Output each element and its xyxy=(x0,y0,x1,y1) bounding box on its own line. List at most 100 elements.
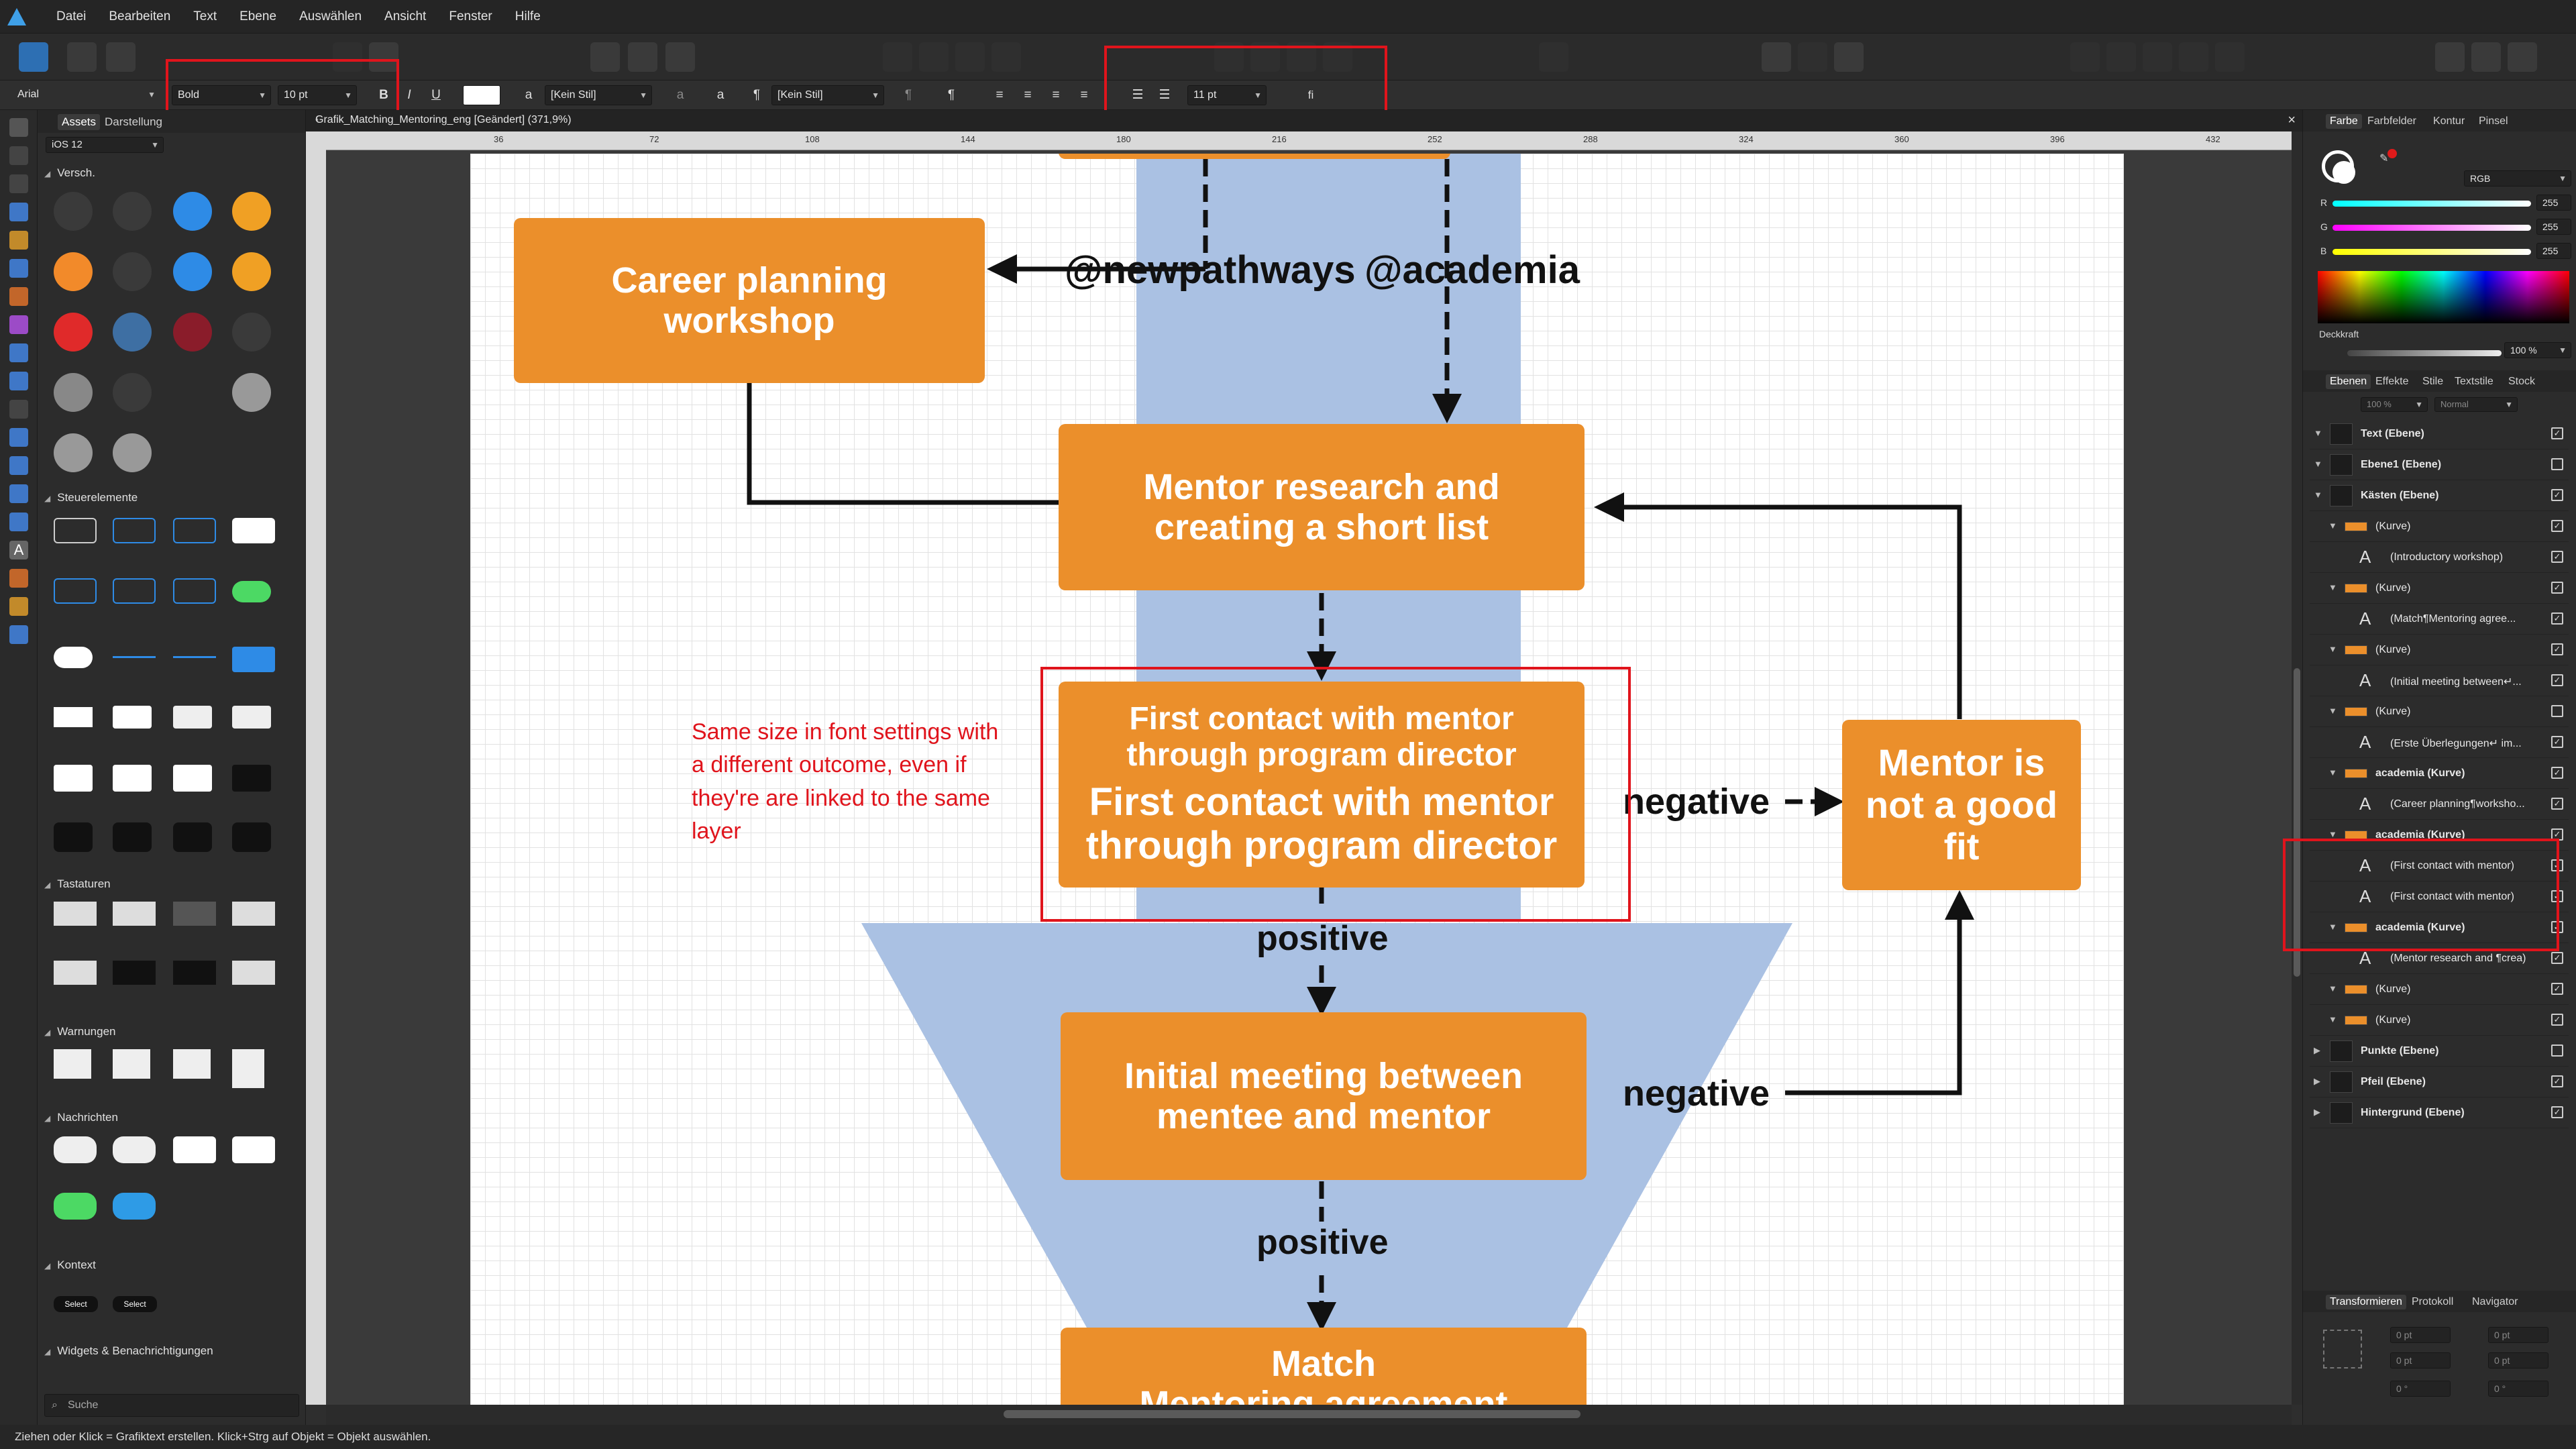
dot-icon[interactable] xyxy=(113,373,152,412)
menu-ebene[interactable]: Ebene xyxy=(239,9,277,23)
layer-visibility-checkbox[interactable] xyxy=(2551,1044,2563,1057)
layer-row[interactable]: ▼Ebene1 (Ebene) xyxy=(2310,449,2569,480)
avatar-icon[interactable] xyxy=(54,373,93,412)
corner-tool-icon[interactable] xyxy=(9,203,28,221)
geometry-icon[interactable] xyxy=(1798,42,1827,72)
control-asset[interactable] xyxy=(173,765,212,792)
tab-pinsel[interactable]: Pinsel xyxy=(2479,115,2508,127)
app-logo[interactable] xyxy=(0,0,34,34)
expand-chevron-icon[interactable]: ▶ xyxy=(2314,1107,2320,1117)
transform-y[interactable]: 0 pt xyxy=(2390,1352,2451,1368)
coffee-icon[interactable] xyxy=(232,192,271,231)
grid-asset[interactable] xyxy=(232,822,271,852)
archive-icon[interactable] xyxy=(113,313,152,352)
opacity-slider[interactable] xyxy=(2347,350,2502,356)
alert-asset[interactable] xyxy=(232,1049,264,1088)
airplay-asset[interactable] xyxy=(173,822,212,852)
toggle-asset[interactable] xyxy=(232,581,271,602)
reply-icon[interactable] xyxy=(173,252,212,291)
align-right-icon[interactable]: ≡ xyxy=(1052,88,1060,102)
red-slider[interactable] xyxy=(2332,201,2531,207)
tab-navigator[interactable]: Navigator xyxy=(2472,1296,2518,1307)
moon-asset[interactable] xyxy=(54,822,93,852)
crop-tool-icon[interactable] xyxy=(9,400,28,419)
layer-row[interactable]: ▼Text (Ebene)✓ xyxy=(2310,419,2569,449)
keyboard-asset[interactable] xyxy=(54,902,97,926)
layer-visibility-checkbox[interactable]: ✓ xyxy=(2551,1106,2563,1118)
eyedropper-icon[interactable]: ✎ xyxy=(2379,153,2389,164)
restaurant-icon[interactable] xyxy=(54,252,93,291)
layer-row[interactable]: ▼academia (Kurve)✓ xyxy=(2310,758,2569,789)
boolean-icon[interactable] xyxy=(2143,42,2172,72)
ligature-button[interactable]: fi xyxy=(1307,89,1314,101)
horizontal-scroll-thumb[interactable] xyxy=(1004,1410,1580,1418)
message-bubble-asset[interactable] xyxy=(113,1193,156,1220)
vertical-scroll-thumb[interactable] xyxy=(2294,668,2300,977)
rectangle-tool-icon[interactable] xyxy=(9,428,28,447)
tab-darstellung[interactable]: Darstellung xyxy=(105,115,162,128)
keyboard-asset[interactable] xyxy=(113,961,156,985)
expand-chevron-icon[interactable]: ▶ xyxy=(2314,1076,2320,1086)
menu-bearbeiten[interactable]: Bearbeiten xyxy=(109,9,171,23)
document-tab-title[interactable]: Grafik_Matching_Mentoring_eng [Geändert]… xyxy=(315,114,572,125)
menu-hilfe[interactable]: Hilfe xyxy=(515,9,541,23)
blue-value[interactable]: 255 xyxy=(2536,243,2571,259)
hand-tool-icon[interactable] xyxy=(9,597,28,616)
place-image-tool-icon[interactable] xyxy=(9,372,28,390)
toolbar-disabled-icon[interactable] xyxy=(333,42,362,72)
section-steuerelemente[interactable]: ◢Steuerelemente xyxy=(44,491,138,504)
layer-visibility-checkbox[interactable]: ✓ xyxy=(2551,427,2563,439)
tab-stile[interactable]: Stile xyxy=(2422,376,2444,387)
menu-text[interactable]: Text xyxy=(193,9,217,23)
layer-row[interactable]: A(Career planning¶worksho...✓ xyxy=(2310,789,2569,820)
tab-farbe[interactable]: Farbe xyxy=(2326,114,2362,129)
layer-visibility-checkbox[interactable]: ✓ xyxy=(2551,612,2563,625)
keyboard-asset[interactable] xyxy=(232,961,275,985)
expand-chevron-icon[interactable]: ▼ xyxy=(2314,490,2322,500)
expand-chevron-icon[interactable]: ▼ xyxy=(2314,428,2322,438)
layer-visibility-checkbox[interactable] xyxy=(2551,705,2563,717)
transparency-icon[interactable] xyxy=(1834,42,1864,72)
artistic-text-tool-icon[interactable]: A xyxy=(9,541,28,559)
layer-opacity-field[interactable]: 100 %▼ xyxy=(2361,397,2428,412)
char-style-select[interactable]: [Kein Stil]▼ xyxy=(545,85,652,105)
transform-x[interactable]: 0 pt xyxy=(2390,1327,2451,1343)
canvas[interactable]: Career planning workshop Mentor research… xyxy=(326,150,2292,1405)
recent-color-swatch[interactable] xyxy=(2387,149,2397,158)
stepper-asset[interactable] xyxy=(113,578,156,604)
pen-tool-icon[interactable] xyxy=(9,231,28,250)
message-bubble-asset[interactable] xyxy=(173,1136,216,1163)
texture-icon[interactable] xyxy=(173,313,212,352)
boolean-icon[interactable] xyxy=(2215,42,2245,72)
layer-row[interactable]: ▼(Kurve)✓ xyxy=(2310,635,2569,665)
align-left-icon[interactable]: ≡ xyxy=(996,88,1004,102)
message-bubble-asset[interactable] xyxy=(54,1193,97,1220)
transparency-tool-icon[interactable] xyxy=(9,343,28,362)
tab-transformieren[interactable]: Transformieren xyxy=(2326,1295,2406,1309)
expand-chevron-icon[interactable]: ▼ xyxy=(2328,706,2337,716)
message-bubble-asset[interactable] xyxy=(54,1136,97,1163)
tab-farbfelder[interactable]: Farbfelder xyxy=(2367,115,2416,127)
snap-icon[interactable] xyxy=(590,42,620,72)
match-box[interactable]: Match Mentoring agreement xyxy=(1061,1328,1587,1405)
message-bubble-asset[interactable] xyxy=(113,1136,156,1163)
mentor-research-box[interactable]: Mentor research and creating a short lis… xyxy=(1059,424,1585,590)
pencil-tool-icon[interactable] xyxy=(9,259,28,278)
text-a-icon[interactable]: a xyxy=(716,88,724,102)
initial-meeting-box[interactable]: Initial meeting between mentee and mento… xyxy=(1061,1012,1587,1180)
message-bubble-asset[interactable] xyxy=(232,1136,275,1163)
expand-chevron-icon[interactable]: ▶ xyxy=(2314,1045,2320,1055)
layer-visibility-checkbox[interactable]: ✓ xyxy=(2551,582,2563,594)
layer-visibility-checkbox[interactable]: ✓ xyxy=(2551,643,2563,655)
layer-visibility-checkbox[interactable]: ✓ xyxy=(2551,674,2563,686)
tab-assets[interactable]: Assets xyxy=(58,114,101,130)
transform-rotation[interactable]: 0 ° xyxy=(2390,1381,2451,1397)
list-icon[interactable] xyxy=(54,192,93,231)
document-page[interactable]: Career planning workshop Mentor research… xyxy=(470,154,2124,1405)
persona-icon[interactable] xyxy=(2471,42,2501,72)
bold-button[interactable]: B xyxy=(379,88,388,102)
tab-stock[interactable]: Stock xyxy=(2508,376,2536,387)
layer-visibility-checkbox[interactable]: ✓ xyxy=(2551,798,2563,810)
menu-fenster[interactable]: Fenster xyxy=(449,9,492,23)
boolean-icon[interactable] xyxy=(2106,42,2136,72)
